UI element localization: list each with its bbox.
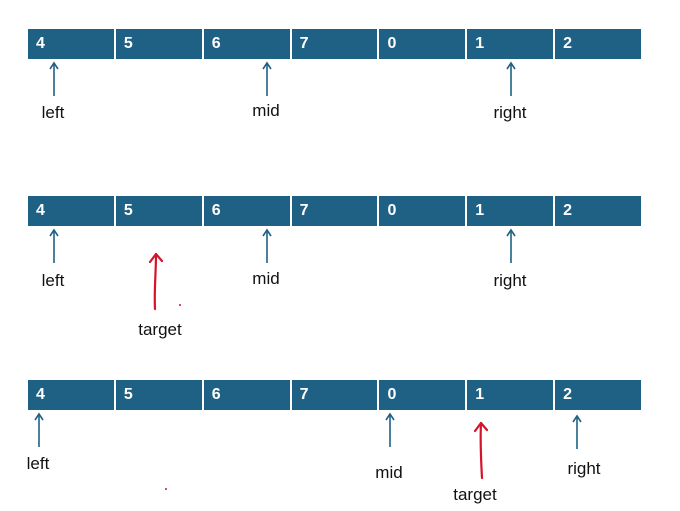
mid-label: mid — [375, 463, 403, 482]
ink-dot — [179, 304, 181, 306]
mid-pointer-arrow-icon — [261, 228, 273, 264]
array-cell: 4 — [36, 386, 45, 403]
right-label: right — [567, 459, 601, 478]
ink-dot — [165, 488, 167, 490]
left-label: left — [26, 454, 50, 473]
target-arrow-icon — [474, 420, 490, 480]
mid-label: mid — [252, 269, 280, 288]
right-label: right — [493, 271, 527, 290]
target-arrow-icon — [148, 251, 164, 311]
left-pointer-arrow-icon — [48, 61, 60, 97]
array-row-1: 4 5 6 7 0 1 2 — [28, 29, 641, 59]
mid-pointer-arrow-icon — [261, 61, 273, 97]
array-cell: 0 — [377, 380, 465, 410]
array-cell: 7 — [289, 29, 378, 59]
right-pointer-arrow-icon — [571, 414, 583, 450]
left-pointer-arrow-icon — [48, 228, 60, 264]
array-cell: 6 — [201, 380, 290, 410]
array-cell: 1 — [465, 380, 553, 410]
array-cell: 5 — [113, 29, 202, 59]
array-row-2: 4 5 6 7 0 1 2 — [28, 196, 641, 226]
array-cell: 2 — [553, 380, 641, 410]
array-cell: 2 — [553, 29, 641, 59]
mid-label: mid — [252, 101, 280, 120]
array-cell: 4 — [36, 35, 45, 52]
array-cell: 7 — [289, 380, 378, 410]
array-cell: 5 — [113, 196, 202, 226]
array-cell: 5 — [113, 380, 202, 410]
array-cell: 6 — [201, 196, 290, 226]
array-cell: 6 — [201, 29, 290, 59]
left-pointer-arrow-icon — [33, 412, 45, 448]
array-row-3: 4 5 6 7 0 1 2 — [28, 380, 641, 410]
mid-pointer-arrow-icon — [384, 412, 396, 448]
target-label: target — [138, 320, 182, 339]
array-cell: 7 — [289, 196, 378, 226]
array-cell: 0 — [377, 29, 465, 59]
left-label: left — [41, 271, 65, 290]
target-label: target — [453, 485, 497, 504]
array-cell: 1 — [465, 29, 553, 59]
array-cell: 0 — [377, 196, 465, 226]
right-label: right — [493, 103, 527, 122]
array-cell: 1 — [465, 196, 553, 226]
right-pointer-arrow-icon — [505, 228, 517, 264]
left-label: left — [41, 103, 65, 122]
array-cell: 4 — [36, 202, 45, 219]
array-cell: 2 — [553, 196, 641, 226]
right-pointer-arrow-icon — [505, 61, 517, 97]
